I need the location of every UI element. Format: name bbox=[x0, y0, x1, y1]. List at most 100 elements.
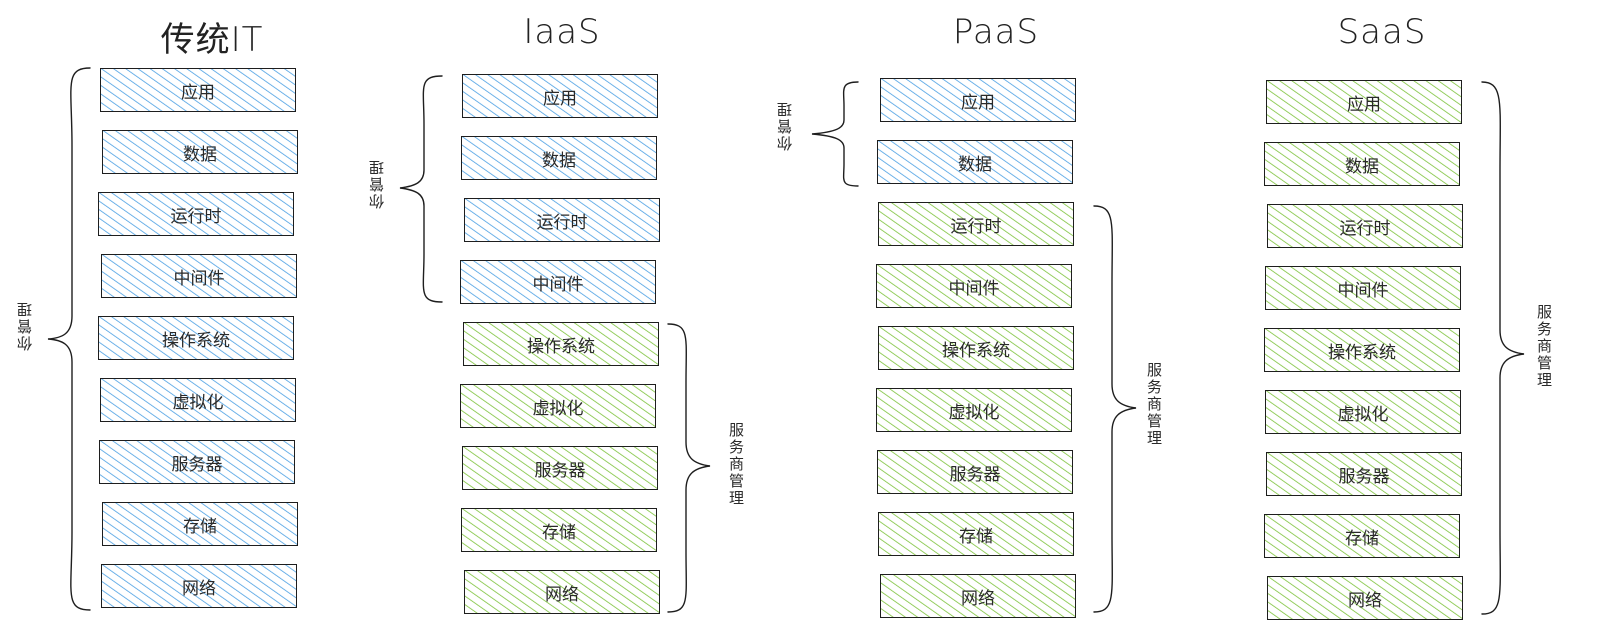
layer-label: 虚拟化 bbox=[172, 392, 224, 413]
layer-label: 运行时 bbox=[1339, 218, 1391, 239]
layer-label: 网络 bbox=[182, 578, 216, 599]
layer-label: 服务器 bbox=[949, 464, 1001, 485]
hatch-fill bbox=[877, 265, 1071, 307]
hatch-fill bbox=[1266, 267, 1460, 309]
layer-label: 服务器 bbox=[171, 454, 223, 475]
hatch-fill bbox=[103, 503, 297, 545]
layer-provider: 网络 bbox=[1267, 576, 1463, 620]
layer-provider: 服务器 bbox=[877, 450, 1073, 494]
layer-label: 虚拟化 bbox=[532, 398, 584, 419]
layer-provider: 存储 bbox=[878, 512, 1074, 556]
layer-provider: 存储 bbox=[1264, 514, 1460, 558]
hatch-fill bbox=[1267, 81, 1461, 123]
layer-label: 数据 bbox=[1345, 156, 1379, 177]
label-iaas-customer: 你管理 bbox=[368, 158, 386, 209]
layer-label: 数据 bbox=[958, 154, 992, 175]
column-title-paas: PaaS bbox=[952, 12, 1040, 52]
layer-provider: 应用 bbox=[1266, 80, 1462, 124]
layer-customer: 中间件 bbox=[101, 254, 297, 298]
layer-label: 运行时 bbox=[536, 212, 588, 233]
layer-label: 操作系统 bbox=[162, 330, 230, 351]
hatch-fill bbox=[462, 509, 656, 551]
layer-provider: 运行时 bbox=[1267, 204, 1463, 248]
hatch-fill bbox=[1265, 329, 1459, 371]
hatch-fill bbox=[1266, 391, 1460, 433]
layer-label: 存储 bbox=[183, 516, 217, 537]
hatch-fill bbox=[99, 193, 293, 235]
layer-label: 运行时 bbox=[950, 216, 1002, 237]
layer-customer: 应用 bbox=[100, 68, 296, 112]
column-title-saas: SaaS bbox=[1337, 12, 1427, 52]
hatch-fill bbox=[464, 323, 658, 365]
hatch-fill bbox=[465, 199, 659, 241]
brace-traditional-it-customer bbox=[47, 67, 91, 611]
brace-paas-customer bbox=[811, 81, 859, 187]
layer-customer: 数据 bbox=[461, 136, 657, 180]
hatch-fill bbox=[1267, 453, 1461, 495]
layer-provider: 服务器 bbox=[462, 446, 658, 490]
layer-customer: 服务器 bbox=[99, 440, 295, 484]
layer-label: 中间件 bbox=[532, 274, 584, 295]
layer-provider: 虚拟化 bbox=[876, 388, 1072, 432]
hatch-fill bbox=[461, 261, 655, 303]
hatch-fill bbox=[102, 565, 296, 607]
layer-customer: 存储 bbox=[102, 502, 298, 546]
layer-label: 中间件 bbox=[173, 268, 225, 289]
hatch-fill bbox=[463, 75, 657, 117]
layer-provider: 虚拟化 bbox=[1265, 390, 1461, 434]
brace-iaas-customer bbox=[399, 75, 443, 303]
layer-label: 存储 bbox=[1345, 528, 1379, 549]
layer-provider: 存储 bbox=[461, 508, 657, 552]
layer-provider: 操作系统 bbox=[463, 322, 659, 366]
hatch-fill bbox=[879, 513, 1073, 555]
layer-provider: 网络 bbox=[880, 574, 1076, 618]
hatch-fill bbox=[878, 141, 1072, 183]
hatch-fill bbox=[102, 255, 296, 297]
layer-customer: 数据 bbox=[877, 140, 1073, 184]
layer-provider: 网络 bbox=[464, 570, 660, 614]
layer-customer: 应用 bbox=[880, 78, 1076, 122]
layer-label: 操作系统 bbox=[527, 336, 595, 357]
layer-customer: 运行时 bbox=[464, 198, 660, 242]
hatch-fill bbox=[877, 389, 1071, 431]
brace-saas-provider bbox=[1481, 81, 1525, 615]
layer-provider: 操作系统 bbox=[1264, 328, 1460, 372]
layer-label: 服务器 bbox=[534, 460, 586, 481]
hatch-fill bbox=[463, 447, 657, 489]
label-traditional-it-customer: 你管理 bbox=[16, 300, 34, 351]
column-title-traditional-it: 传统IT bbox=[160, 20, 264, 60]
label-paas-customer: 你管理 bbox=[776, 100, 794, 151]
layer-label: 中间件 bbox=[948, 278, 1000, 299]
hatch-fill bbox=[103, 131, 297, 173]
layer-customer: 数据 bbox=[102, 130, 298, 174]
layer-label: 中间件 bbox=[1337, 280, 1389, 301]
layer-provider: 操作系统 bbox=[878, 326, 1074, 370]
column-title-iaas: IaaS bbox=[523, 12, 601, 52]
layer-label: 服务器 bbox=[1338, 466, 1390, 487]
layer-label: 虚拟化 bbox=[948, 402, 1000, 423]
layer-label: 运行时 bbox=[170, 206, 222, 227]
layer-customer: 虚拟化 bbox=[100, 378, 296, 422]
layer-label: 网络 bbox=[961, 588, 995, 609]
hatch-fill bbox=[1265, 143, 1459, 185]
hatch-fill bbox=[461, 385, 655, 427]
layer-customer: 中间件 bbox=[460, 260, 656, 304]
layer-label: 应用 bbox=[543, 88, 577, 109]
layer-label: 网络 bbox=[545, 584, 579, 605]
hatch-fill bbox=[100, 441, 294, 483]
label-paas-provider: 服务商管理 bbox=[1145, 362, 1163, 447]
layer-label: 网络 bbox=[1348, 590, 1382, 611]
hatch-fill bbox=[1268, 577, 1462, 619]
layer-label: 数据 bbox=[183, 144, 217, 165]
hatch-fill bbox=[1265, 515, 1459, 557]
hatch-fill bbox=[878, 451, 1072, 493]
hatch-fill bbox=[101, 379, 295, 421]
hatch-fill bbox=[879, 327, 1073, 369]
hatch-fill bbox=[881, 575, 1075, 617]
hatch-fill bbox=[465, 571, 659, 613]
layer-label: 数据 bbox=[542, 150, 576, 171]
brace-iaas-provider bbox=[667, 323, 711, 613]
layer-customer: 运行时 bbox=[98, 192, 294, 236]
hatch-fill bbox=[101, 69, 295, 111]
layer-provider: 中间件 bbox=[876, 264, 1072, 308]
